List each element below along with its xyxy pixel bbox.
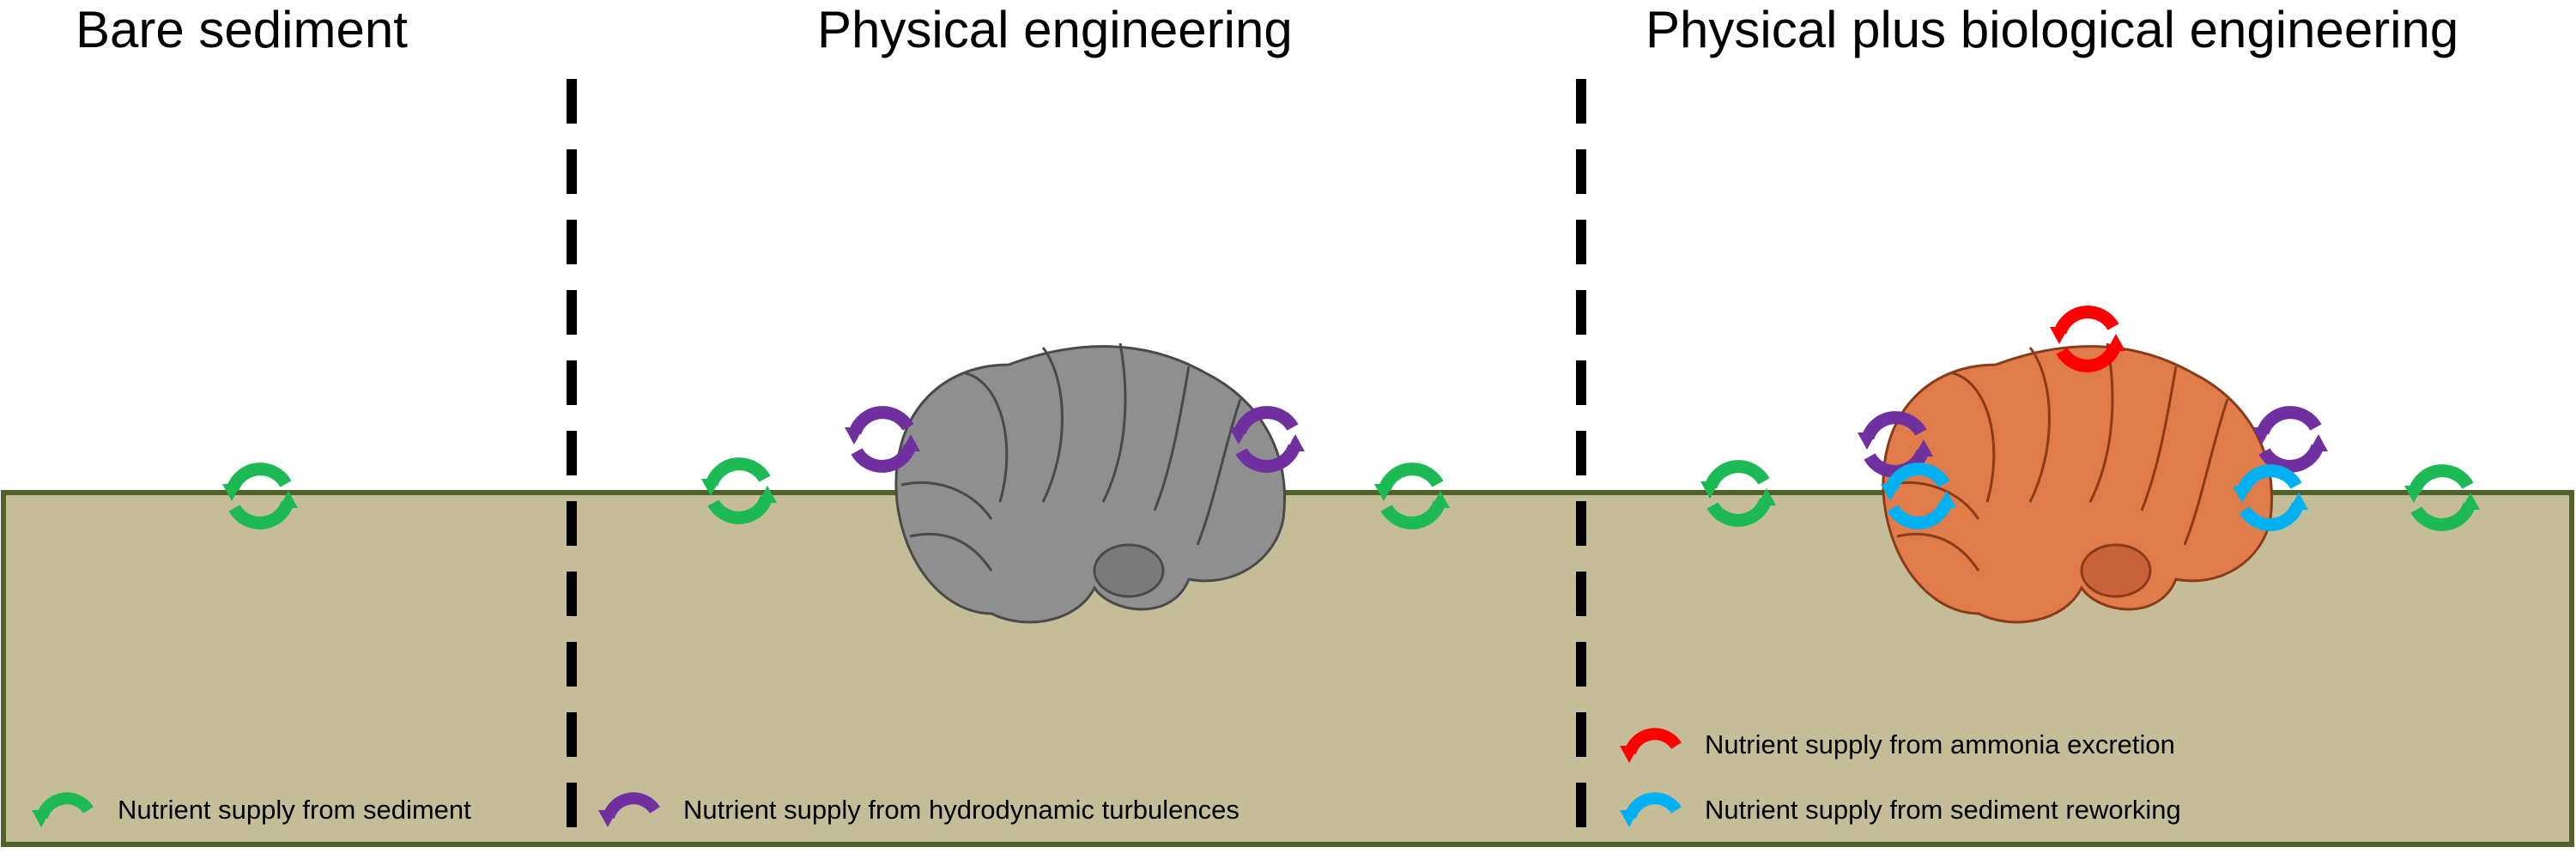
legend-label-ammonia: Nutrient supply from ammonia excretion — [1705, 729, 2175, 759]
purple-cycle-arrow-icon — [845, 413, 920, 467]
panel-title: Physical plus biological engineering — [1646, 1, 2459, 58]
larva-bioengineer-icon — [1882, 342, 2273, 624]
panel-title: Physical engineering — [817, 1, 1293, 58]
purple-cycle-arrow-icon — [2252, 413, 2328, 467]
larva-plain-icon — [894, 342, 1286, 624]
legend-label-turbulence: Nutrient supply from hydrodynamic turbul… — [683, 795, 1240, 825]
legend-label-reworking: Nutrient supply from sediment reworking — [1705, 795, 2181, 825]
panel-title: Bare sediment — [76, 1, 408, 58]
legend-label-sediment: Nutrient supply from sediment — [118, 795, 471, 825]
